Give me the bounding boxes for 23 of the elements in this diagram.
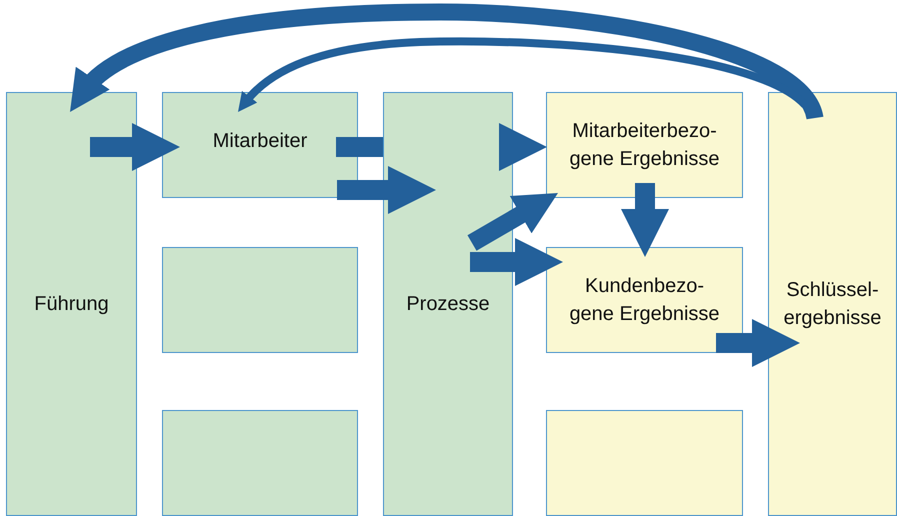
box-label: Mitarbeiterbezo- gene Ergebnisse [568, 119, 721, 172]
arrow [337, 166, 436, 214]
process-box [6, 92, 137, 516]
process-box [162, 92, 358, 198]
arrow [621, 183, 669, 257]
box-label: Prozesse [406, 292, 490, 317]
arrow [467, 193, 558, 251]
arrow [470, 238, 563, 286]
arrow [90, 123, 180, 171]
box-label: Schlüssel- ergebnisse [782, 278, 882, 331]
process-box [768, 92, 897, 516]
arrow [716, 319, 800, 367]
arrow [68, 4, 823, 122]
box-label: Führung [34, 292, 109, 317]
empty-box [162, 410, 358, 516]
process-box [546, 247, 743, 353]
empty-box [162, 247, 358, 353]
process-box [546, 92, 743, 198]
box-label: Mitarbeiter [212, 129, 308, 154]
box-label: Kundenbezo- gene Ergebnisse [568, 274, 721, 327]
arrow [499, 123, 547, 171]
empty-box [546, 410, 743, 516]
process-box [383, 92, 513, 516]
